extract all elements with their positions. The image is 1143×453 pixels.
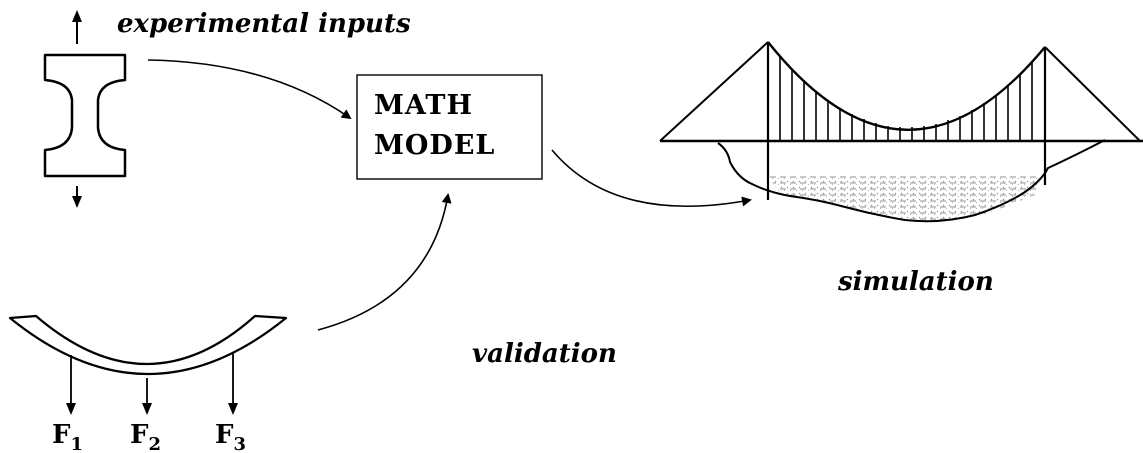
curved-beam-icon bbox=[8, 314, 288, 375]
force-arrow-3-icon bbox=[228, 352, 238, 415]
force-arrow-2-icon bbox=[142, 378, 152, 415]
tension-arrow-down-icon bbox=[72, 186, 82, 208]
validation-arrow bbox=[317, 193, 452, 331]
suspension-bridge-icon bbox=[659, 41, 1143, 223]
experimental-inputs-label: experimental inputs bbox=[117, 9, 411, 39]
simulation-arrow bbox=[551, 149, 752, 208]
force-label-3: F3 bbox=[215, 420, 246, 453]
simulation-label: simulation bbox=[837, 267, 994, 297]
force-label-1: F1 bbox=[52, 420, 83, 453]
math-model-box bbox=[356, 74, 543, 180]
input-arrow bbox=[147, 59, 352, 120]
math-model-line1: MATH bbox=[374, 90, 473, 121]
tension-arrow-up-icon bbox=[72, 10, 82, 44]
validation-label: validation bbox=[472, 339, 617, 369]
math-model-line2: MODEL bbox=[374, 130, 495, 161]
force-arrow-1-icon bbox=[66, 355, 76, 415]
force-label-2: F2 bbox=[130, 420, 161, 453]
test-specimen-icon bbox=[43, 53, 127, 178]
